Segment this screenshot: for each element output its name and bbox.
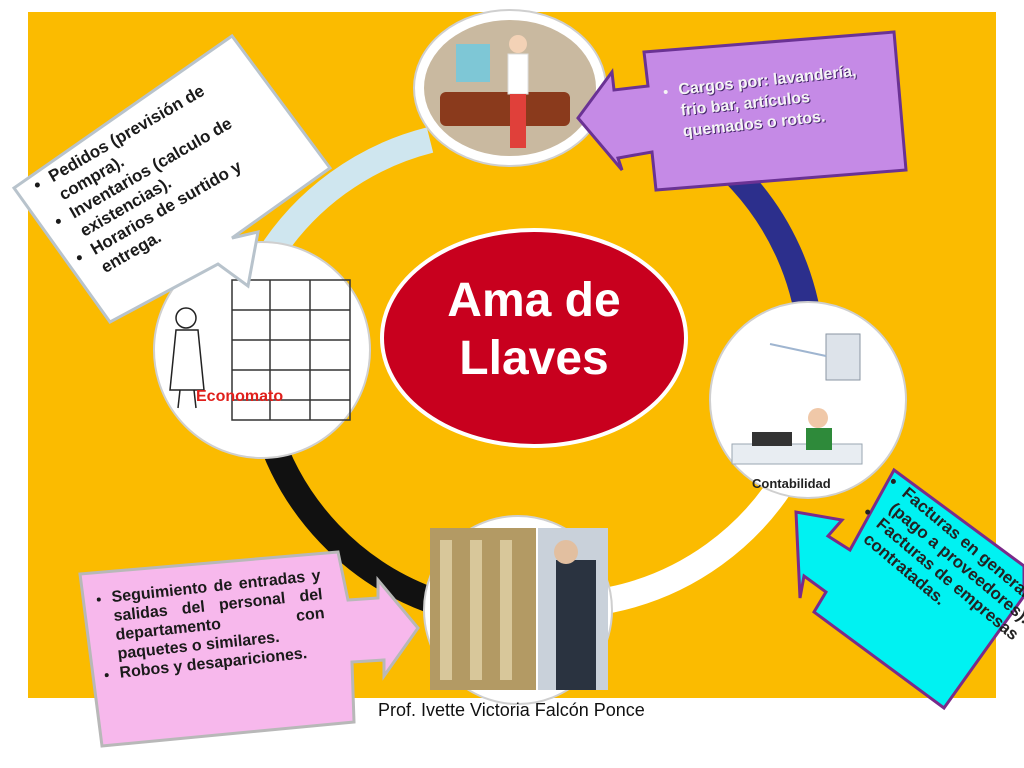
- center-ellipse: [380, 228, 688, 448]
- node-right-contabilidad: [709, 301, 907, 499]
- callout-seguimiento-shape: [78, 550, 420, 748]
- callout-facturas-shape: [794, 467, 1024, 711]
- shelves-icon: [231, 279, 351, 421]
- center-title-line2: Llaves: [459, 332, 609, 385]
- ring-segment-bottom-right: [607, 463, 802, 613]
- callout-seguimiento-list: Seguimiento de entradas y salidas del pe…: [89, 566, 330, 685]
- accountant-head-icon: [808, 408, 828, 428]
- receptionist-legs-icon: [510, 94, 526, 148]
- center-title-line1: Ama de: [447, 274, 621, 327]
- callout-cargos-shape: [576, 30, 908, 192]
- accountant-body-icon: [806, 428, 832, 450]
- node-top-reception: [413, 9, 607, 167]
- contabilidad-label: Contabilidad: [752, 476, 831, 491]
- woman-figure-icon: [169, 307, 205, 409]
- ring-segment-bottom-left: [255, 425, 435, 613]
- callout-cargos-item: Cargos por: lavandería, frio bar, artícu…: [677, 58, 886, 142]
- server-icon: [825, 333, 861, 381]
- receptionist-body-icon: [507, 53, 529, 95]
- callout-pedidos-shape: [11, 33, 333, 324]
- reception-desk-icon: [440, 92, 570, 126]
- callout-cargos-list: Cargos por: lavandería, frio bar, artícu…: [656, 58, 887, 144]
- cash-register-icon: [456, 44, 490, 82]
- node-bottom-lobby: [423, 515, 613, 705]
- callout-seguimiento: Seguimiento de entradas y salidas del pe…: [78, 555, 346, 750]
- center-title: Ama de Llaves: [390, 272, 678, 388]
- economato-label: Economato: [196, 388, 284, 405]
- node-left-economato: [153, 241, 371, 459]
- ring-segment-top-left: [256, 127, 434, 265]
- laptop-icon: [752, 432, 792, 446]
- footer-author: Prof. Ivette Victoria Falcón Ponce: [378, 700, 645, 720]
- desk-icon: [731, 443, 863, 465]
- receptionist-head-icon: [509, 35, 527, 53]
